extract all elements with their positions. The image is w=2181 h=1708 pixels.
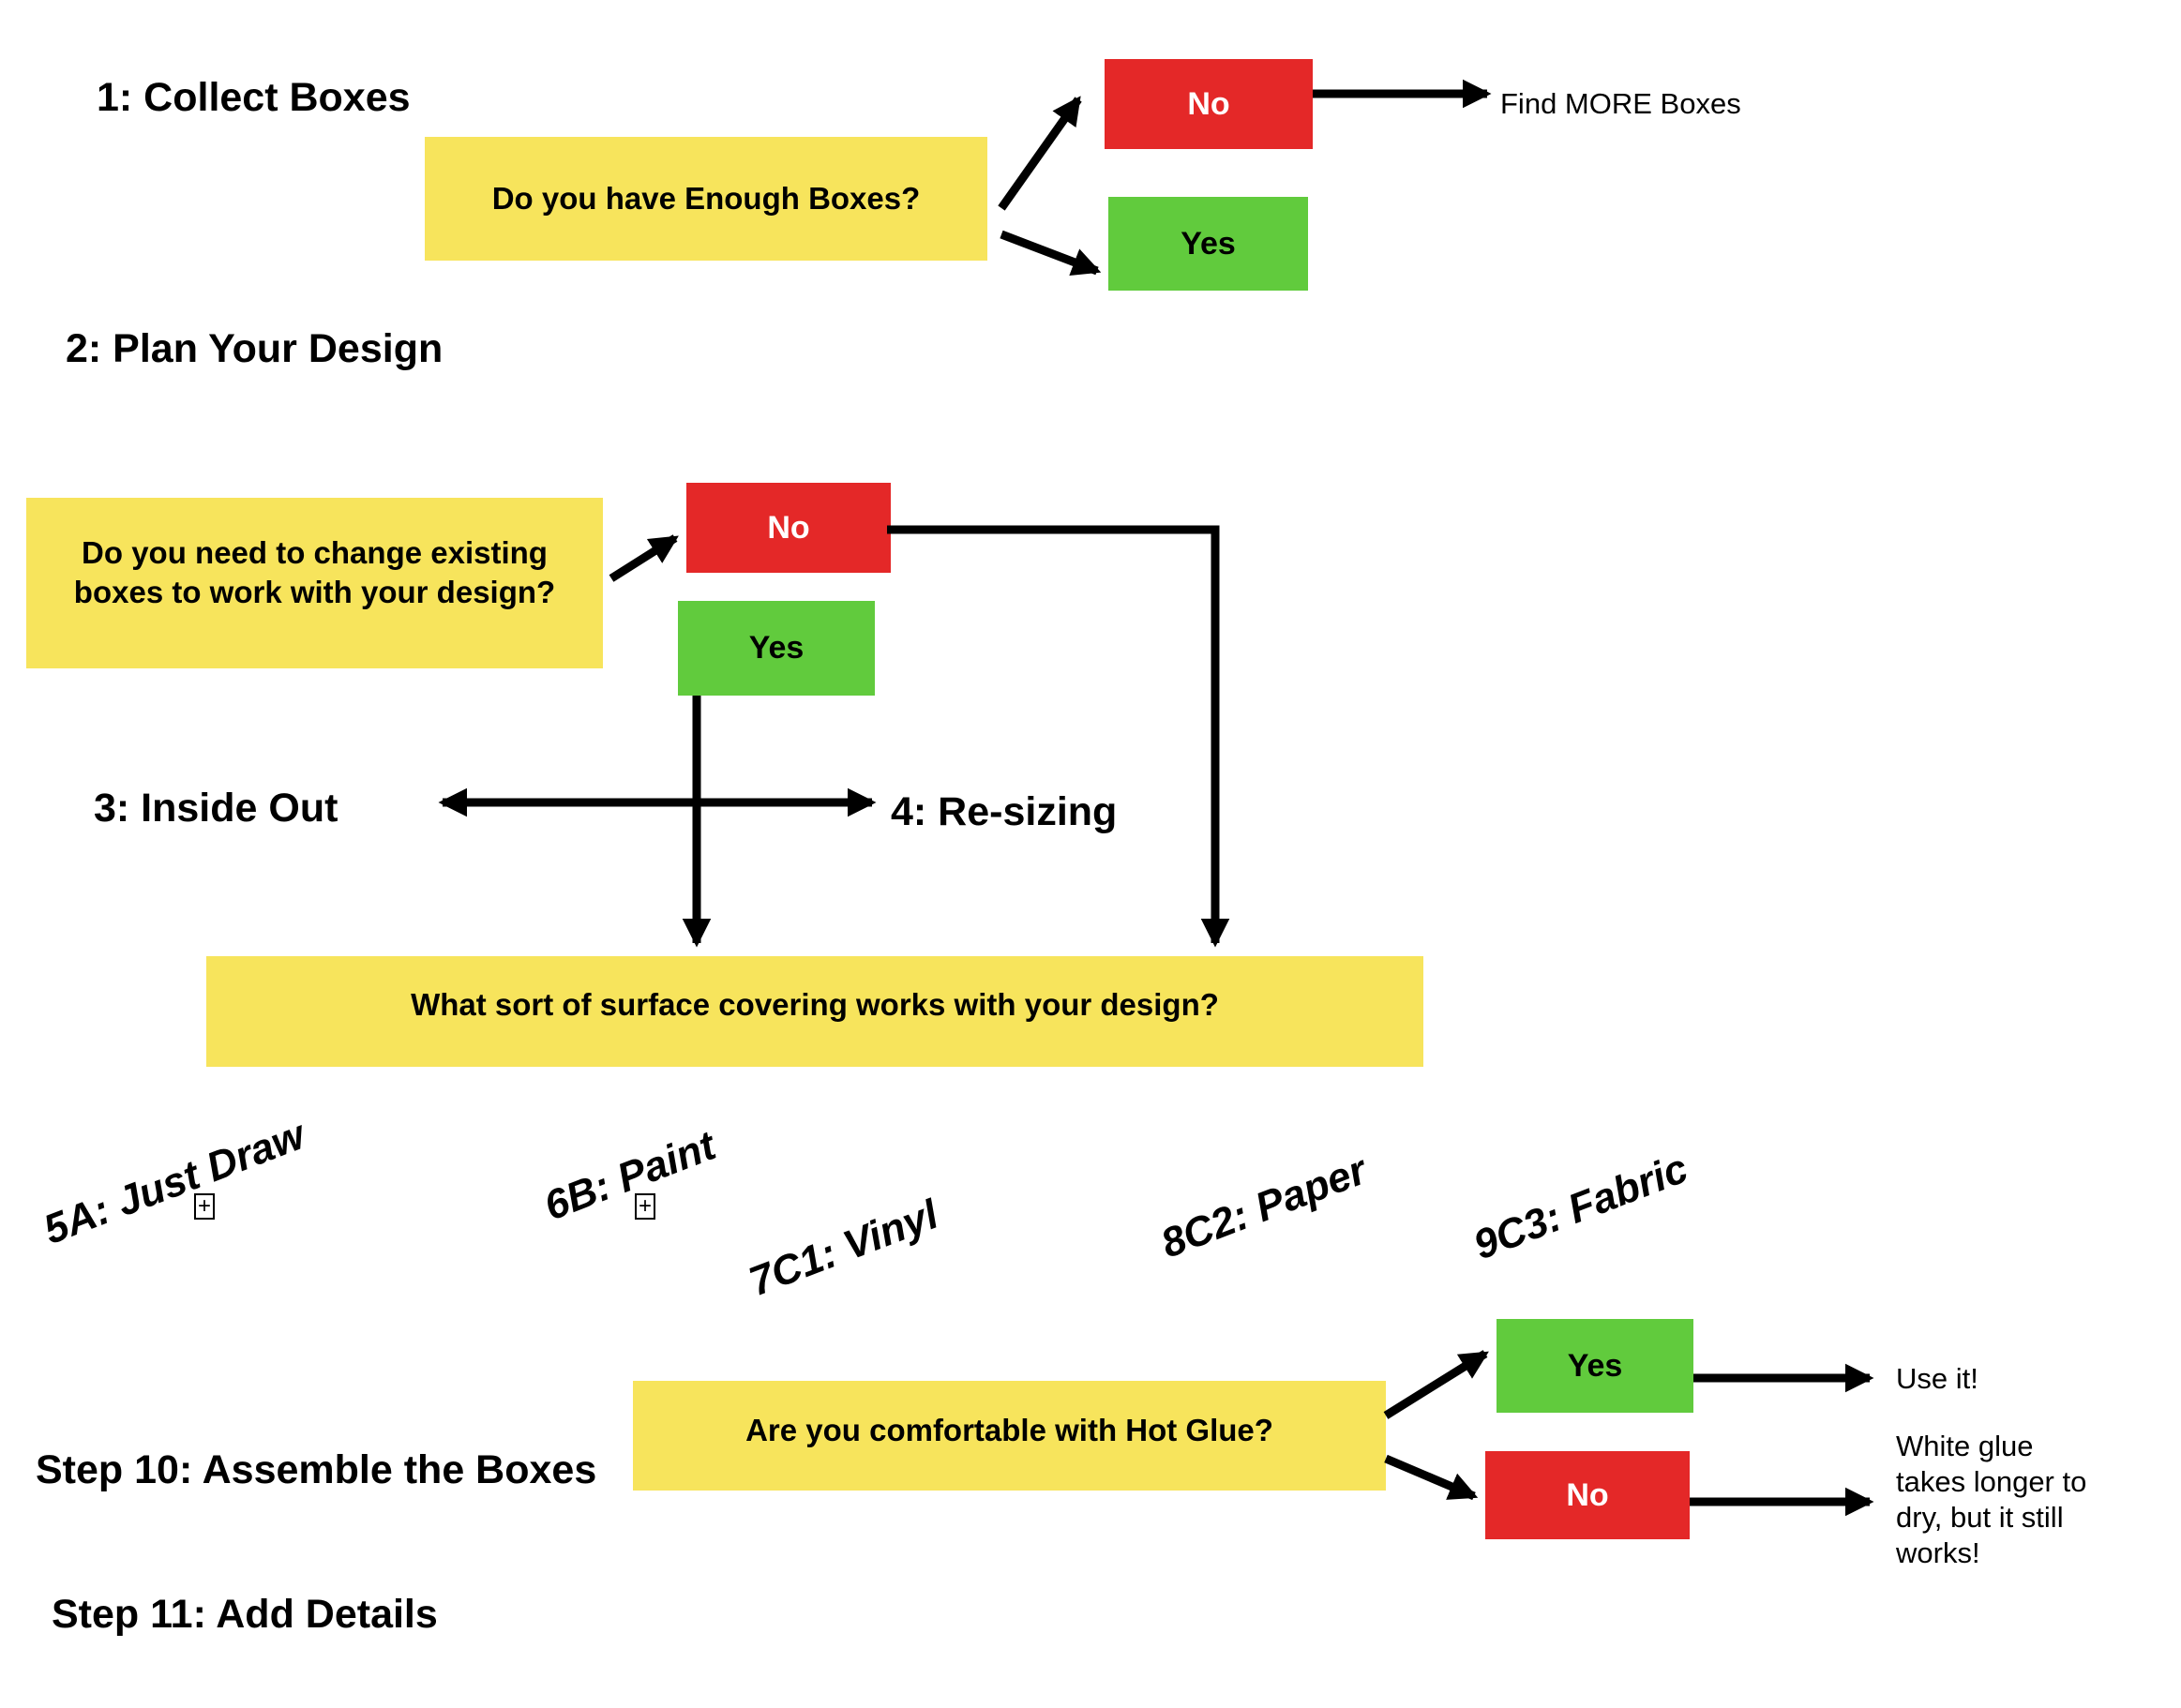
arrow-no2-to-q3 — [887, 525, 1230, 948]
white-glue-line: works! — [1896, 1536, 1980, 1569]
white-glue-line: White glue — [1896, 1430, 2034, 1462]
branch-paper: 8C2: Paper — [1154, 1146, 1373, 1267]
answer-enough-no: No — [1105, 59, 1313, 149]
heading-step-10: Step 10: Assemble the Boxes — [36, 1447, 597, 1492]
squared-plus-icon: + — [635, 1193, 655, 1220]
question-hot-glue: Are you comfortable with Hot Glue? — [633, 1381, 1386, 1491]
arrow-q1-to-no — [998, 96, 1082, 211]
answer-glue-yes: Yes — [1497, 1319, 1693, 1413]
branch-fabric: 9C3: Fabric — [1467, 1145, 1694, 1269]
answer-change-no: No — [686, 483, 891, 573]
white-glue-line: takes longer to — [1896, 1465, 2087, 1498]
outcome-find-more-boxes: Find MORE Boxes — [1500, 87, 1741, 120]
answer-enough-yes: Yes — [1108, 197, 1308, 291]
branch-just-draw: 5A: Just Draw — [38, 1112, 311, 1253]
outcome-use-it: Use it! — [1896, 1362, 1978, 1395]
arrow-q4-to-no — [1384, 1454, 1479, 1501]
plus-glyph: + — [638, 1193, 652, 1219]
branch-paint: 6B: Paint — [538, 1122, 722, 1230]
question-enough-boxes: Do you have Enough Boxes? — [425, 137, 987, 261]
heading-step-1: 1: Collect Boxes — [97, 75, 411, 120]
heading-step-4: 4: Re-sizing — [891, 789, 1118, 834]
answer-glue-no: No — [1485, 1451, 1690, 1539]
question-change-boxes: Do you need to change existing boxes to … — [26, 498, 603, 668]
heading-step-2: 2: Plan Your Design — [66, 326, 444, 371]
heading-step-11: Step 11: Add Details — [52, 1592, 438, 1637]
plus-glyph: + — [197, 1193, 211, 1219]
answer-change-yes: Yes — [678, 601, 875, 696]
squared-plus-icon: + — [194, 1193, 215, 1220]
arrow-q1-to-yes — [1000, 230, 1102, 277]
question-surface-covering: What sort of surface covering works with… — [206, 956, 1423, 1067]
branch-vinyl: 7C1: Vinyl — [743, 1191, 945, 1306]
outcome-white-glue-note: White glue takes longer to dry, but it s… — [1896, 1429, 2140, 1571]
heading-step-3: 3: Inside Out — [94, 786, 338, 831]
arrow-q4-to-yes — [1383, 1350, 1489, 1419]
arrow-q2-to-no — [609, 534, 679, 582]
white-glue-line: dry, but it still — [1896, 1501, 2064, 1534]
